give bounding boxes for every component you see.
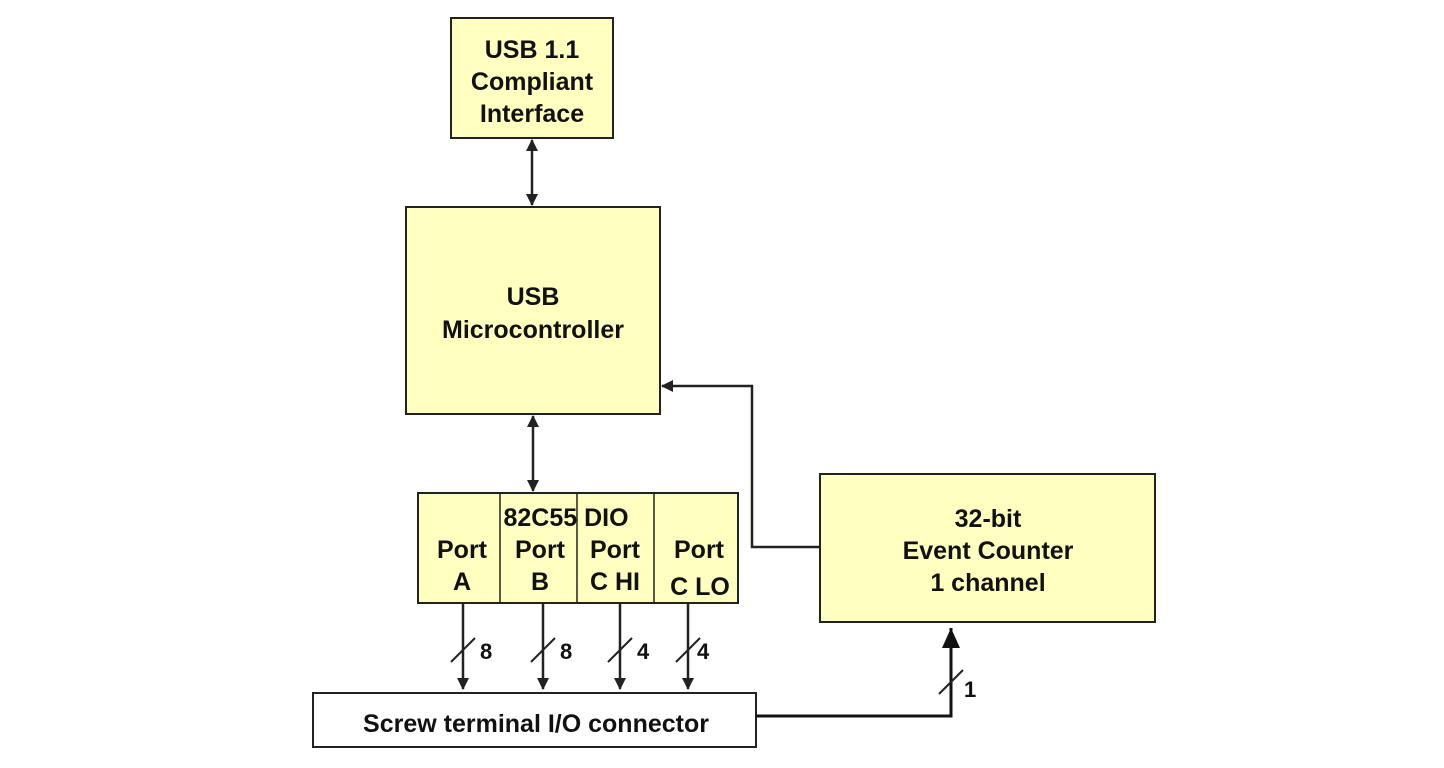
port-a-label-line1: Port [437, 536, 488, 564]
microcontroller-label-line2: Microcontroller [442, 316, 624, 344]
port-a-label-line2: A [453, 568, 471, 596]
counter-label-line3: 1 channel [930, 569, 1045, 597]
port-c-hi-label-line1: Port [590, 536, 641, 564]
counter-label-line1: 32-bit [955, 505, 1022, 533]
counter-bus-width: 1 [964, 677, 976, 702]
port-bus-c-hi: 4 [607, 604, 650, 690]
port-b-label-line1: Port [515, 536, 566, 564]
microcontroller-box [405, 206, 661, 415]
usb-interface-box [450, 17, 614, 139]
port-c-lo-bus-width: 4 [697, 639, 710, 664]
port-a-bus-width: 8 [480, 639, 492, 664]
port-b-bus-slash [530, 637, 556, 663]
port-c-lo-label-line2: C LO [670, 573, 730, 601]
connector-block: Screw terminal I/O connector [312, 692, 757, 748]
dio-box [417, 492, 739, 604]
connector-counter-arrow [756, 628, 960, 718]
port-c-hi-bus-width: 4 [637, 639, 650, 664]
usb-interface-label-line3: Interface [480, 100, 584, 128]
port-c-hi-label-line2: C HI [590, 568, 640, 596]
port-bus-c-lo: 4 [675, 604, 710, 690]
counter-box [819, 473, 1156, 623]
port-c-lo-bus-slash [675, 637, 701, 663]
microcontroller-block: USB Microcontroller [405, 206, 661, 415]
port-c-lo-label-line1: Port [674, 536, 725, 564]
port-b-label-line2: B [531, 568, 549, 596]
microcontroller-label-line1: USB [507, 283, 560, 311]
counter-bus-slash [938, 669, 964, 695]
usb-interface-label-line2: Compliant [471, 68, 594, 96]
usb-interface-label-line1: USB 1.1 [485, 36, 580, 64]
port-bus-a: 8 [450, 604, 492, 690]
connector-box [312, 692, 757, 748]
port-a-bus-slash [450, 637, 476, 663]
usb-interface-block: USB 1.1 Compliant Interface [450, 17, 614, 139]
dio-block: 82C55 DIO Port A Port B Port C HI Port C… [417, 492, 739, 604]
port-bus-b: 8 [530, 604, 572, 690]
dio-title: 82C55 DIO [503, 504, 628, 532]
port-b-bus-width: 8 [560, 639, 572, 664]
connector-label: Screw terminal I/O connector [363, 710, 709, 738]
counter-block: 32-bit Event Counter 1 channel [819, 473, 1156, 623]
connector-counter-bus: 1 [756, 628, 976, 718]
counter-microcontroller-arrow [661, 380, 820, 549]
counter-label-line2: Event Counter [903, 537, 1074, 565]
port-c-hi-bus-slash [607, 637, 633, 663]
